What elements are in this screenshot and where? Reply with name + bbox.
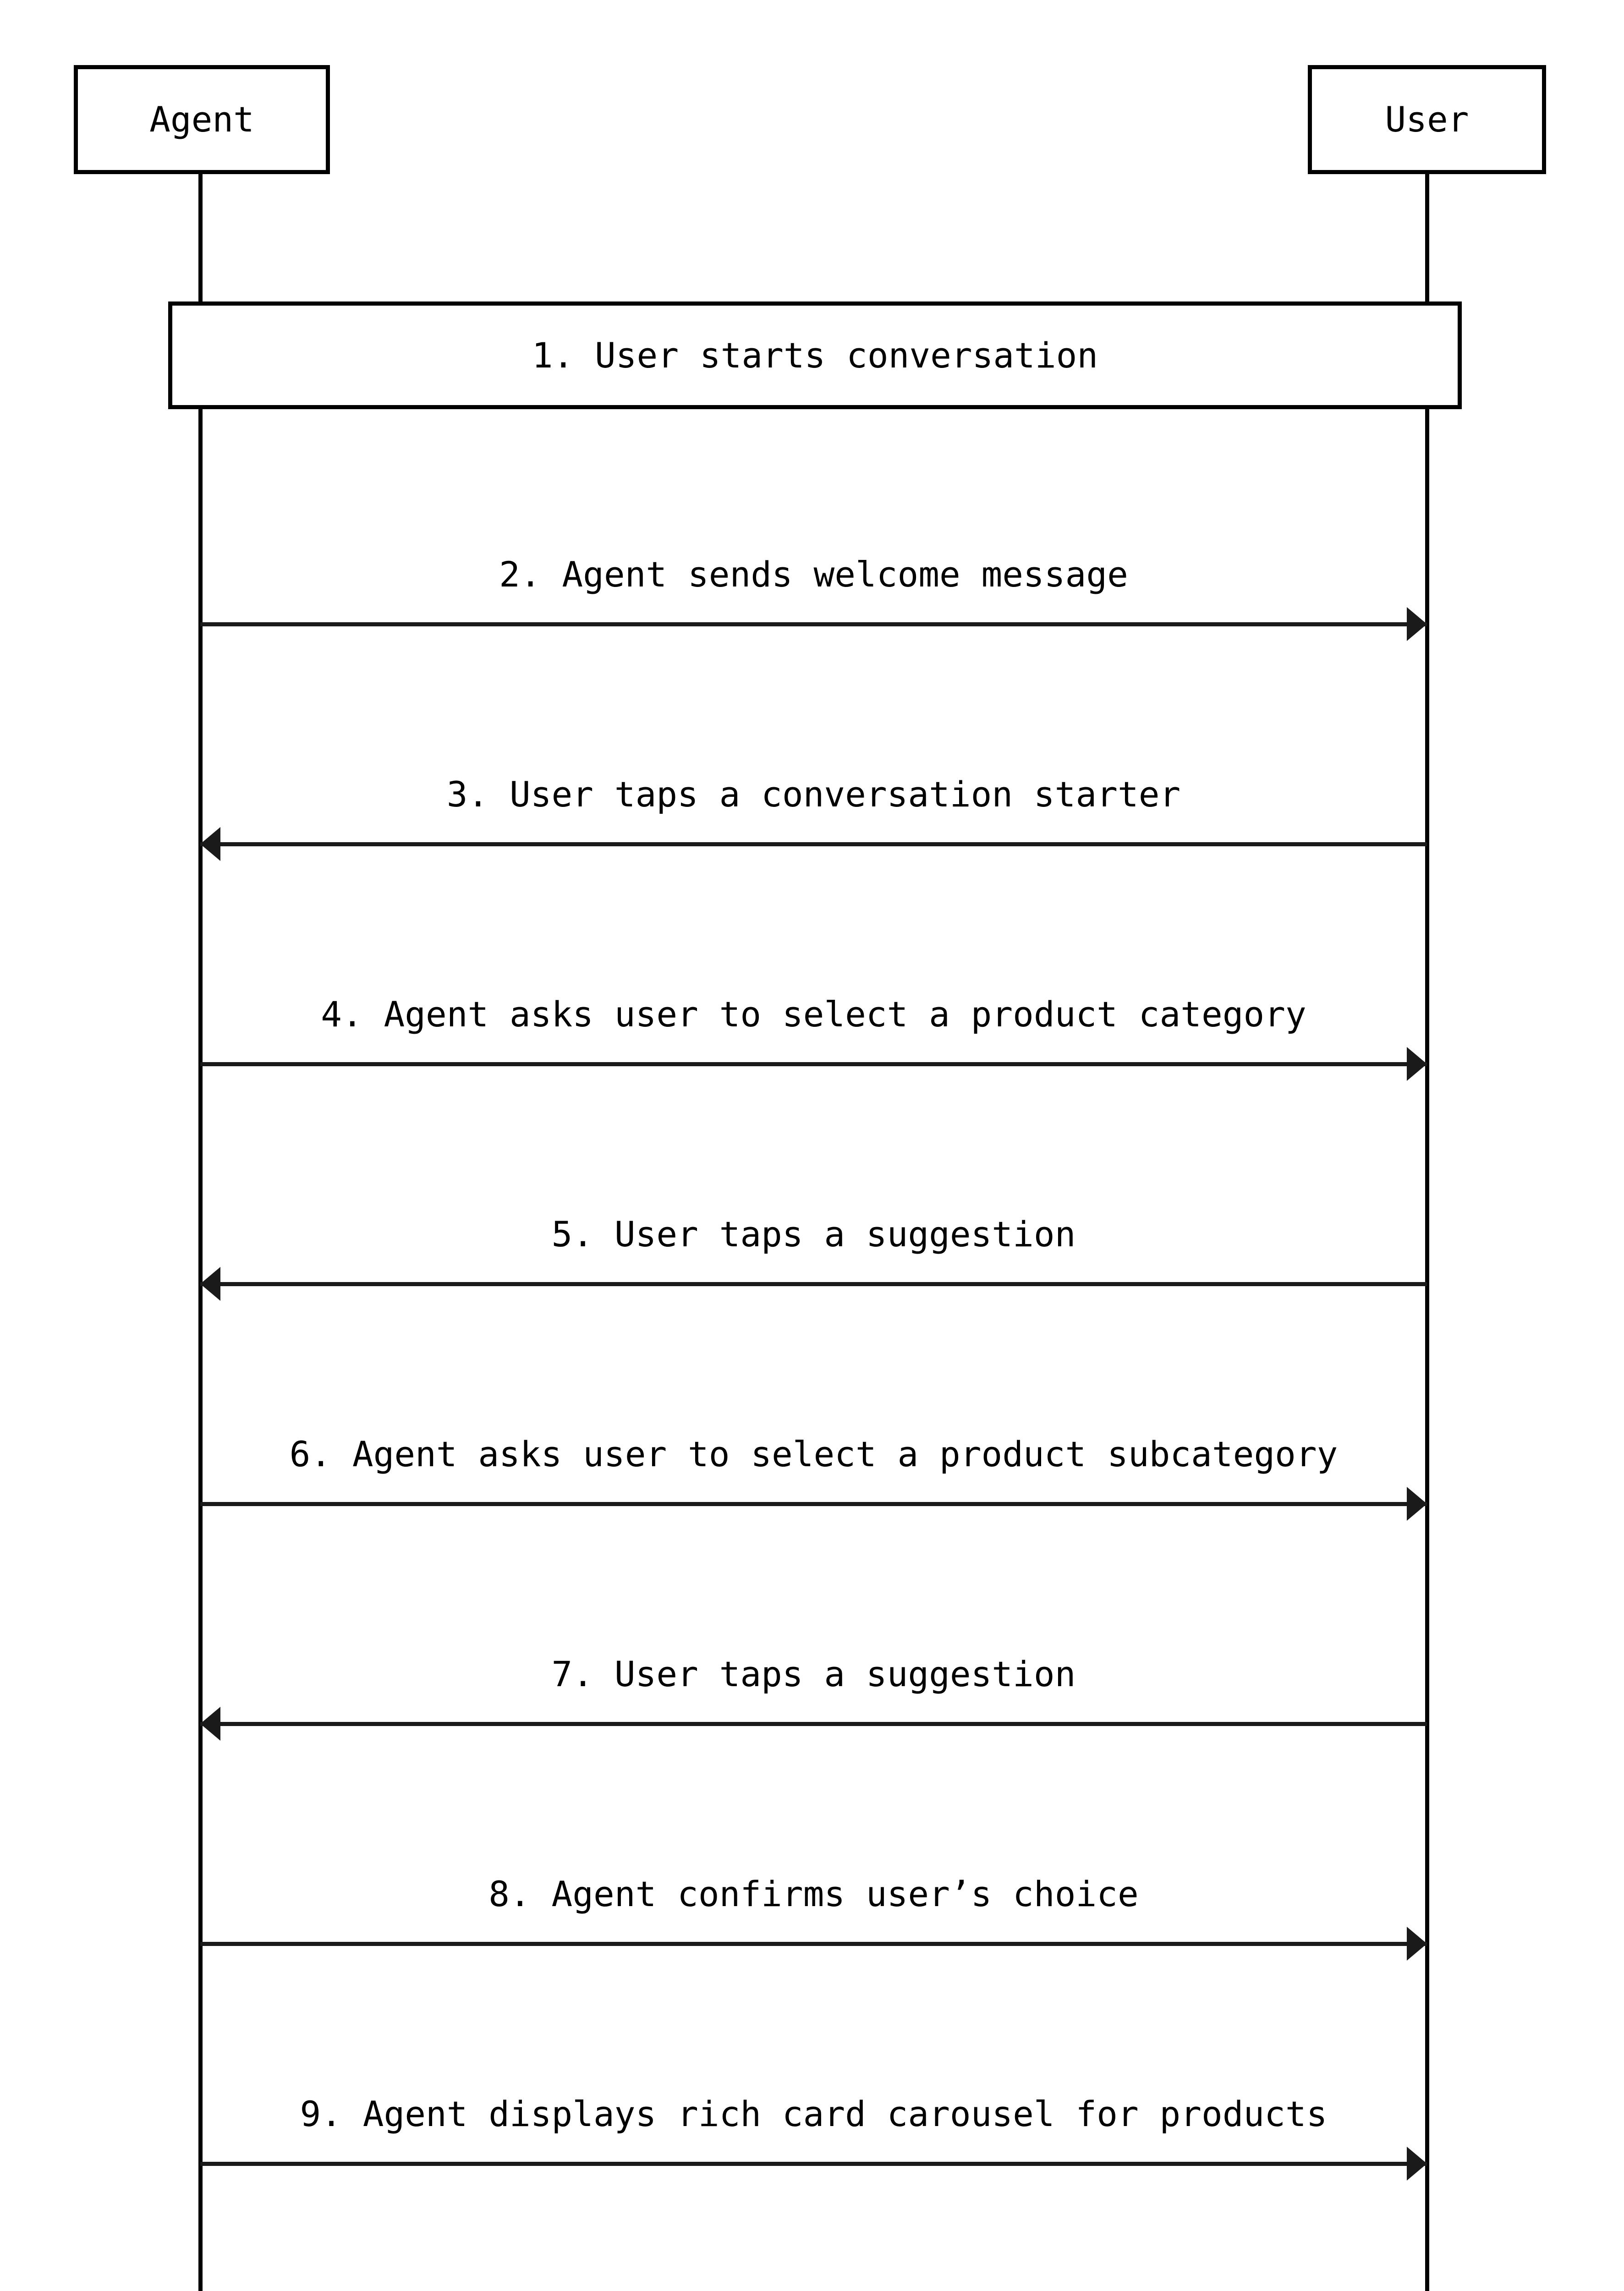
message-line bbox=[200, 2162, 1427, 2166]
message-label: 3. User taps a conversation starter bbox=[446, 774, 1181, 815]
arrowhead-icon bbox=[1407, 607, 1427, 641]
user-lifeline bbox=[1425, 173, 1429, 2291]
message-line bbox=[200, 1502, 1427, 1506]
message-label: 7. User taps a suggestion bbox=[551, 1654, 1076, 1694]
message-line bbox=[200, 1942, 1427, 1946]
arrowhead-icon bbox=[1407, 2147, 1427, 2181]
actor-label-agent: Agent bbox=[149, 99, 254, 140]
message-line bbox=[200, 1282, 1427, 1286]
actor-label-user: User bbox=[1385, 99, 1469, 140]
actor-box-user-top: User bbox=[1308, 65, 1546, 174]
arrowhead-icon bbox=[1407, 1047, 1427, 1081]
message-line bbox=[200, 1062, 1427, 1066]
arrowhead-icon bbox=[200, 1707, 220, 1741]
message-label: 8. Agent confirms user’s choice bbox=[488, 1874, 1139, 1914]
message-label: 5. User taps a suggestion bbox=[551, 1214, 1076, 1255]
message-line bbox=[200, 1722, 1427, 1726]
arrowhead-icon bbox=[1407, 1927, 1427, 1961]
arrowhead-icon bbox=[200, 827, 220, 861]
agent-lifeline bbox=[198, 173, 203, 2291]
message-label: 6. Agent asks user to select a product s… bbox=[289, 1434, 1338, 1474]
actor-box-agent-top: Agent bbox=[74, 65, 330, 174]
note-box: 1. User starts conversation bbox=[168, 301, 1462, 409]
message-line bbox=[200, 622, 1427, 626]
message-line bbox=[200, 842, 1427, 846]
note-label: 1. User starts conversation bbox=[532, 334, 1098, 376]
arrowhead-icon bbox=[200, 1267, 220, 1301]
message-label: 2. Agent sends welcome message bbox=[499, 554, 1128, 595]
message-label: 4. Agent asks user to select a product c… bbox=[321, 994, 1306, 1035]
message-label: 9. Agent displays rich card carousel for… bbox=[300, 2094, 1328, 2134]
arrowhead-icon bbox=[1407, 1487, 1427, 1521]
